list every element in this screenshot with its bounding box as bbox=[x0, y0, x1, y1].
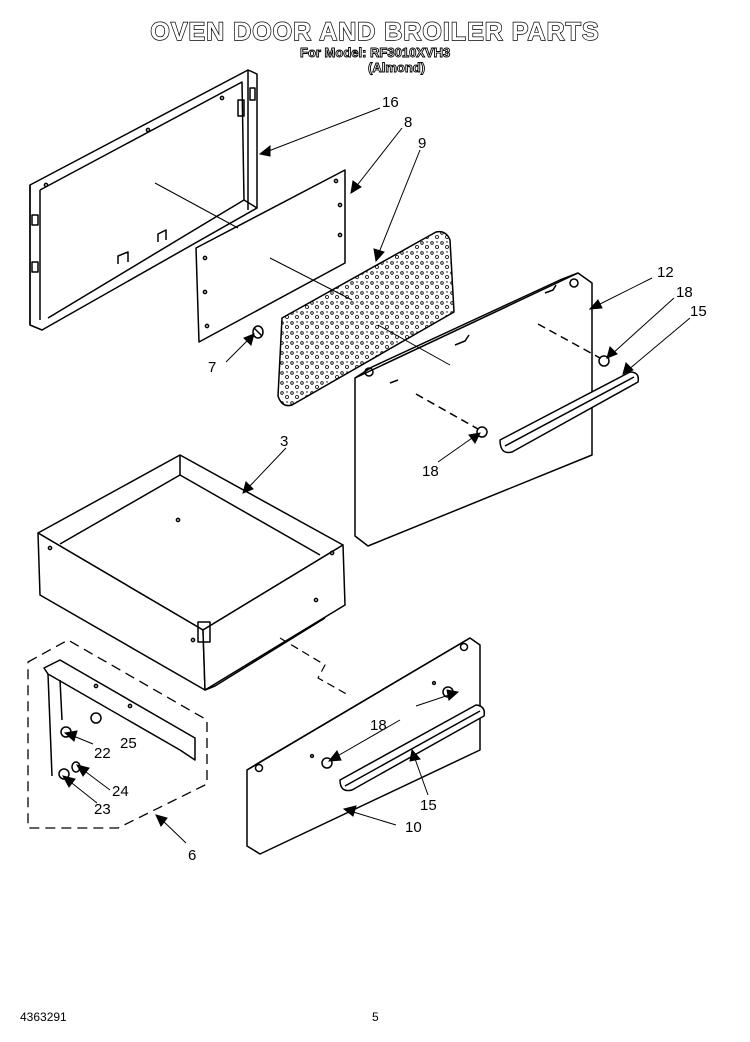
drawer-bracket bbox=[43, 659, 196, 777]
oven-door-handle bbox=[499, 371, 640, 454]
callout-9: 9 bbox=[418, 135, 426, 152]
part-number: 4363291 bbox=[20, 1010, 67, 1024]
door-glass bbox=[195, 169, 346, 343]
callout-18-lower: 18 bbox=[370, 717, 387, 734]
broiler-drawer-handle bbox=[339, 704, 486, 792]
callout-10: 10 bbox=[405, 819, 422, 836]
nut-25 bbox=[90, 712, 102, 724]
callout-18-upper-left: 18 bbox=[422, 463, 439, 480]
callout-12: 12 bbox=[657, 264, 674, 281]
callout-15-lower: 15 bbox=[420, 797, 437, 814]
callout-25: 25 bbox=[120, 735, 137, 752]
door-insulation bbox=[277, 230, 455, 407]
callout-22: 22 bbox=[94, 745, 111, 762]
oven-door-outer-panel bbox=[354, 272, 593, 547]
callout-3: 3 bbox=[280, 433, 288, 450]
callout-7: 7 bbox=[208, 359, 216, 376]
broiler-drawer bbox=[37, 454, 346, 691]
model-line: For Model: RF3010XVH3 bbox=[300, 45, 451, 61]
color-line: (Almond) bbox=[368, 60, 426, 76]
screw-7 bbox=[252, 325, 264, 339]
callout-15-upper: 15 bbox=[690, 303, 707, 320]
callout-8: 8 bbox=[404, 114, 412, 131]
callout-6: 6 bbox=[188, 847, 196, 864]
page-number: 5 bbox=[372, 1010, 379, 1024]
inner-door-panel bbox=[29, 69, 258, 331]
broiler-drawer-front bbox=[246, 637, 481, 855]
callout-16: 16 bbox=[382, 94, 399, 111]
page-title: OVEN DOOR AND BROILER PARTS bbox=[150, 17, 600, 46]
callout-24: 24 bbox=[112, 783, 129, 800]
callout-18-upper-right: 18 bbox=[676, 284, 693, 301]
callout-23: 23 bbox=[94, 801, 111, 818]
